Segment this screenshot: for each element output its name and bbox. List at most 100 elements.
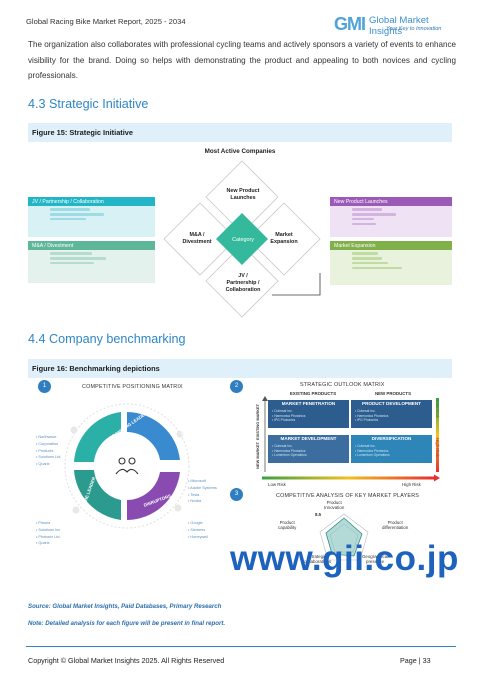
blurred-company-list: • Cubesat Inc.• Harmonica Photonics• IPG… bbox=[272, 409, 306, 422]
blurred-company: • Products bbox=[36, 448, 54, 453]
radar-series-area bbox=[325, 517, 363, 557]
badge-3: 3 bbox=[230, 488, 243, 501]
blurred-company bbox=[352, 217, 374, 221]
high-risk-horizontal: High Risk bbox=[402, 482, 421, 487]
blurred-company-list: • Cubesat Inc.• Harmonica Photonics• Lum… bbox=[272, 444, 307, 457]
diamond-right-label: Market Expansion bbox=[270, 232, 298, 245]
diamond-top-label: New Product Launches bbox=[226, 188, 260, 201]
diamond-left-label: M&A / Divestment bbox=[182, 232, 212, 245]
market-expansion-box-title: Market Expansion bbox=[330, 241, 452, 250]
radar-label-geographical: Geographical presence bbox=[362, 554, 389, 565]
logo-tagline: Your Key to Innovation bbox=[386, 26, 442, 32]
quad-product-development: PRODUCT DEVELOPMENT • Cubesat Inc.• Harm… bbox=[351, 400, 432, 428]
new-product-launches-box: New Product Launches bbox=[330, 197, 452, 237]
low-risk-vertical: Low Risk bbox=[435, 400, 440, 418]
blurred-company: • Corporation bbox=[36, 441, 59, 446]
blurred-company: • Solutions Inc bbox=[36, 527, 61, 532]
diamond-bottom-label: JV / Partnership / Collaboration bbox=[225, 273, 261, 293]
blurred-company bbox=[50, 208, 90, 211]
ring-promising-leaders bbox=[74, 412, 121, 462]
figure-15-label: Figure 15: Strategic Initiative bbox=[32, 128, 134, 137]
radar-label-innovation: Product Innovation bbox=[324, 500, 345, 511]
blurred-company: • Honeywell bbox=[188, 534, 208, 539]
risk-horizontal-bar bbox=[262, 474, 440, 482]
ring-niche-leader bbox=[74, 470, 121, 520]
diamond-left bbox=[163, 202, 237, 276]
section-heading-company-benchmarking: 4.4 Company benchmarking bbox=[28, 332, 186, 346]
quad-market-penetration-title: MARKET PENETRATION bbox=[281, 401, 336, 406]
radar-label-differentiation: Product differentiation bbox=[382, 520, 409, 531]
benchmarking-figure: 1 COMPETITIVE POSITIONING MATRIX • North… bbox=[28, 378, 452, 594]
vertical-axis-arrow bbox=[262, 396, 268, 472]
blurred-company: • Tesla bbox=[188, 492, 200, 497]
ma-divestment-box: M&A / Divestment bbox=[28, 241, 155, 283]
ring-key-players bbox=[127, 412, 180, 460]
blurred-company bbox=[50, 252, 92, 255]
gmi-logo: GMI Global Market Insights Your Key to I… bbox=[334, 14, 464, 37]
quad-product-development-title: PRODUCT DEVELOPMENT bbox=[362, 401, 421, 406]
quad-diversification-title: DIVERSIFICATION bbox=[371, 436, 412, 441]
source-note: Source: Global Market Insights, Paid Dat… bbox=[28, 603, 222, 610]
badge-1: 1 bbox=[38, 380, 51, 393]
footer-page-number: Page | 33 bbox=[400, 656, 431, 665]
blurred-company bbox=[50, 213, 104, 216]
blurred-company bbox=[352, 252, 378, 255]
watermark: www.gii.co.jp bbox=[230, 539, 459, 578]
market-expansion-box: Market Expansion bbox=[330, 241, 452, 285]
page-header: Global Racing Bike Market Report, 2025 -… bbox=[0, 0, 480, 37]
blurred-company bbox=[352, 257, 382, 260]
strategic-outlook-title: STRATEGIC OUTLOOK MATRIX bbox=[300, 382, 385, 388]
divider bbox=[272, 273, 321, 296]
blurred-company: • Photonix Ltd. bbox=[36, 534, 61, 539]
positioning-list-right-bottom: • Google • Siemens • Honeywell bbox=[188, 520, 208, 540]
positioning-list-right-top: • Microsoft • Adobe Systems • Tesla • Nv… bbox=[188, 478, 217, 505]
radar-label-collaborations: Strategic collaborations bbox=[304, 554, 332, 565]
blurred-company: • Quarix bbox=[36, 541, 50, 546]
ma-divestment-box-title: M&A / Divestment bbox=[28, 241, 155, 250]
quad-diversification: DIVERSIFICATION • Cubesat Inc.• Harmonic… bbox=[351, 435, 432, 463]
blurred-company: • Google bbox=[188, 521, 203, 525]
quad-market-development: MARKET DEVELOPMENT • Cubesat Inc.• Harmo… bbox=[268, 435, 349, 463]
high-risk-vertical: High Risk bbox=[435, 438, 440, 457]
existing-products-label: EXISTING PRODUCTS bbox=[289, 391, 337, 396]
blurred-company bbox=[50, 261, 94, 265]
strategic-initiative-diagram: Most Active Companies JV / Partnership /… bbox=[28, 145, 452, 325]
positioning-list-left-bottom: • Prisma • Solutions Inc • Photonix Ltd.… bbox=[36, 520, 61, 547]
figure-15-caption-bar: Figure 15: Strategic Initiative bbox=[28, 123, 452, 142]
new-product-launches-box-title: New Product Launches bbox=[330, 197, 452, 206]
low-risk-horizontal: Low Risk bbox=[268, 482, 286, 487]
blurred-company bbox=[352, 213, 396, 216]
ring-disruptors bbox=[127, 472, 180, 520]
competitive-analysis-title: COMPETITIVE ANALYSIS OF KEY MARKET PLAYE… bbox=[276, 493, 420, 499]
section-heading-strategic-initiative: 4.3 Strategic Initiative bbox=[28, 97, 149, 111]
radar-label-capability: Product capability bbox=[278, 520, 297, 531]
footer-divider bbox=[26, 646, 456, 647]
radar-chart bbox=[319, 513, 369, 561]
blurred-company bbox=[50, 257, 106, 260]
blurred-company bbox=[50, 217, 86, 221]
intro-paragraph: The organization also collaborates with … bbox=[28, 40, 456, 80]
badge-2: 2 bbox=[230, 380, 243, 393]
jv-partnership-box: JV / Partnership / Collaboration bbox=[28, 197, 155, 237]
blurred-company: • Prisma bbox=[36, 521, 51, 525]
diamond-bottom bbox=[205, 244, 279, 318]
quad-market-penetration: MARKET PENETRATION • Cubesat Inc.• Harmo… bbox=[268, 400, 349, 428]
blurred-company bbox=[352, 222, 376, 226]
positioning-ring bbox=[64, 403, 190, 529]
risk-vertical-bar bbox=[436, 398, 439, 472]
blurred-company: • Northwave bbox=[36, 435, 57, 439]
diamond-center bbox=[216, 213, 268, 265]
blurred-company-list: • Cubesat Inc.• Harmonica Photonics• IPG… bbox=[355, 409, 389, 422]
most-active-companies-title: Most Active Companies bbox=[204, 148, 276, 155]
blurred-company: • Adobe Systems bbox=[188, 485, 217, 490]
positioning-list-left-top: • Northwave • Corporation • Products • S… bbox=[36, 434, 61, 468]
competitive-positioning-title: COMPETITIVE POSITIONING MATRIX bbox=[82, 384, 183, 390]
diamond-graphic bbox=[163, 160, 321, 318]
blurred-company: • Nvidia bbox=[188, 499, 201, 504]
diamond-right bbox=[247, 202, 321, 276]
detail-note: Note: Detailed analysis for each figure … bbox=[28, 620, 226, 627]
report-title: Global Racing Bike Market Report, 2025 -… bbox=[26, 17, 186, 26]
quad-market-development-title: MARKET DEVELOPMENT bbox=[280, 436, 337, 441]
radar-value: 8.5 bbox=[315, 512, 322, 517]
blurred-company bbox=[352, 266, 402, 270]
